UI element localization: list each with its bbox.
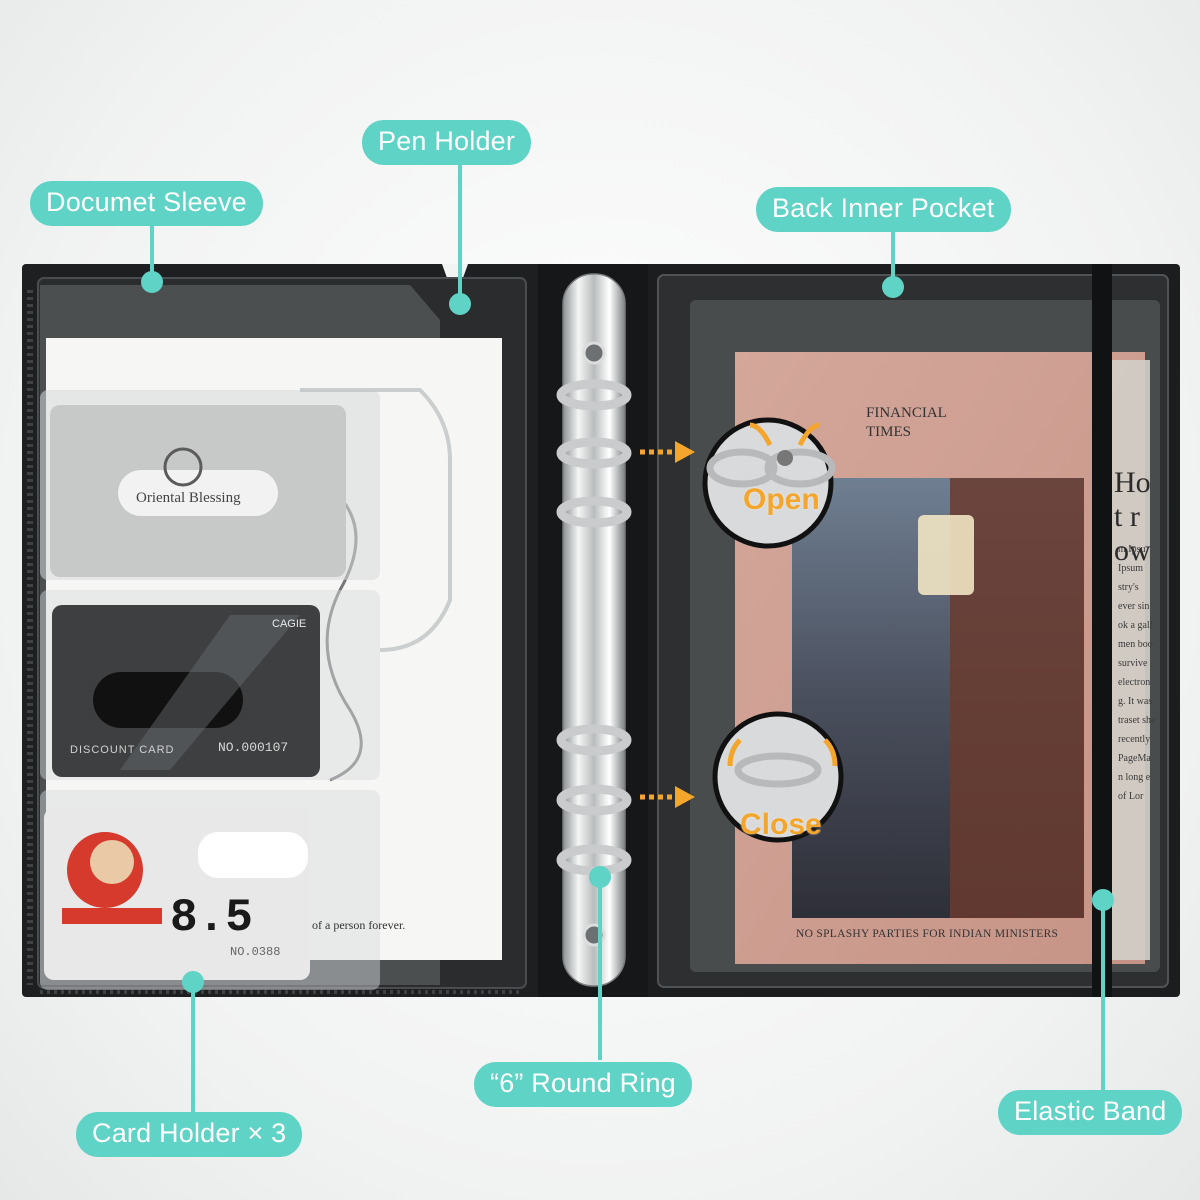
newspaper-masthead-line2: TIMES (866, 424, 911, 440)
inset-open-arrow-right (797, 422, 821, 447)
newspaper-column-line: ok a gall (1118, 620, 1153, 631)
card-3-window (198, 832, 308, 878)
callout-leaders (141, 155, 1114, 1112)
inset-close-arrow-left (727, 738, 742, 767)
newspaper-headline: NO SPLASHY PARTIES FOR INDIAN MINISTERS (796, 928, 1059, 940)
newspaper-right-headline: Hot row (1114, 466, 1151, 567)
inset-close-circle (712, 711, 844, 843)
close-pointer-arrow (640, 786, 695, 808)
photo-street-lamp (918, 515, 974, 595)
elastic-band-strap (1092, 264, 1112, 997)
label-elastic-band: Elastic Band (998, 1090, 1183, 1135)
tiger-sticker-face (90, 840, 134, 884)
inset-close-arrow-right (823, 738, 838, 767)
inset-open-arrow-left (749, 422, 773, 447)
card-2-type: DISCOUNT CARD (70, 744, 175, 756)
newspaper-column-line: of Lor (1118, 791, 1144, 802)
newspaper-column-line: ever sin (1118, 601, 1150, 612)
label-card-holder: Card Holder × 3 (76, 1112, 303, 1157)
card-1-window (118, 470, 278, 516)
celtic-knot-logo (163, 447, 203, 487)
card-2-number: NO.000107 (218, 740, 289, 755)
rings (556, 379, 632, 876)
label-document-sleeve: Documet Sleeve (30, 181, 263, 226)
inset-open-rivet (777, 450, 793, 466)
newspaper-column-line: g. It was (1118, 696, 1153, 707)
ring-rivet-top (582, 341, 606, 365)
inset-open-label: Open (743, 483, 820, 516)
newspaper-column-line: recently (1118, 734, 1151, 745)
card-3-value: 8.5 (170, 892, 253, 944)
card-3-number: NO.0388 (230, 945, 281, 959)
label-pen-holder: Pen Holder (362, 120, 532, 165)
ring-3 (556, 496, 632, 528)
inset-close-label: Close (740, 808, 822, 841)
card-1-brand: Oriental Blessing (136, 490, 241, 506)
inset-open-ring-right (764, 448, 836, 488)
open-pointer-arrow (640, 441, 695, 463)
inset-close-ring (734, 752, 822, 788)
notepad-text: of a person forever. (312, 918, 406, 932)
newspaper-column-line: n long e (1118, 772, 1151, 783)
newspaper-column-line: survive (1118, 658, 1148, 669)
card-2-slot (93, 672, 243, 728)
inset-open-ring-left (706, 448, 778, 488)
newspaper-column-line: PageMa (1118, 753, 1151, 764)
newspaper-column-line: traset she (1118, 715, 1156, 726)
ring-5 (556, 784, 632, 816)
card-2-sheen (120, 615, 300, 770)
newspaper-masthead-line1: FINANCIAL (866, 405, 947, 421)
newspaper-column-line: electron (1118, 677, 1151, 688)
ring-1 (556, 379, 632, 411)
newspaper-column-line: Ipsum (1118, 563, 1143, 574)
tiger-sticker-base (62, 908, 162, 924)
newspaper-column-line: m Ipsu (1118, 544, 1146, 555)
newspaper-column-line: men boo (1118, 639, 1153, 650)
newspaper-column-line: stry's (1118, 582, 1139, 593)
label-round-ring: “6” Round Ring (474, 1062, 692, 1107)
card-2-brand: CAGIE (272, 618, 307, 630)
ring-4 (556, 724, 632, 756)
sleeve-curve (300, 388, 452, 652)
ring-2 (556, 437, 632, 469)
label-back-inner-pocket: Back Inner Pocket (756, 187, 1011, 232)
